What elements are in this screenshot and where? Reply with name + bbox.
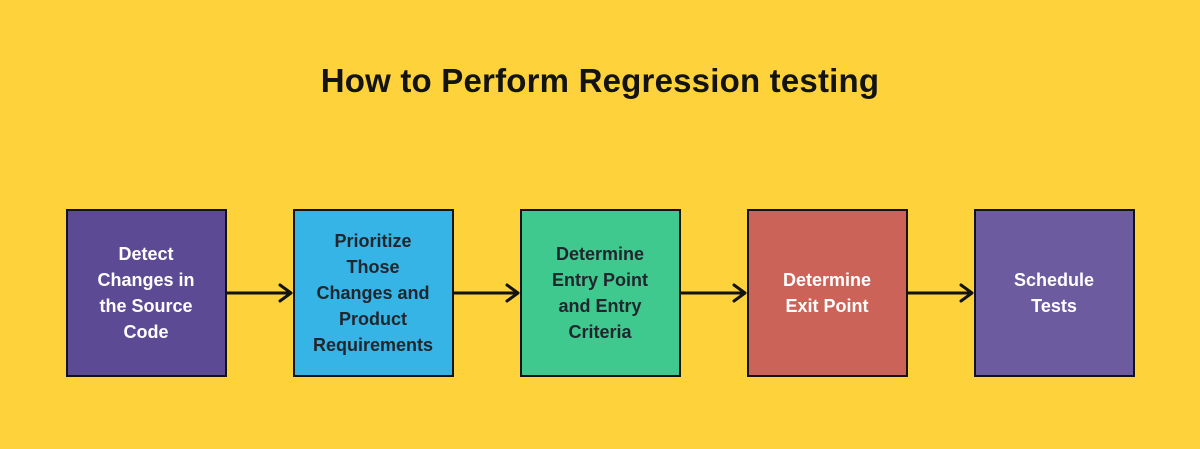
page-title: How to Perform Regression testing	[320, 62, 880, 99]
flow-step-label: Detect Changes in the Source Code	[97, 244, 195, 342]
arrow-right-icon	[680, 209, 747, 377]
flow-step-prioritize-changes: Prioritize Those Changes and Product Req…	[292, 209, 454, 377]
flow-step-label: Determine Exit Point	[782, 270, 872, 316]
flow-step-schedule-tests: Schedule Tests	[973, 209, 1135, 377]
arrow-right-icon	[453, 209, 520, 377]
arrow-right-icon	[226, 209, 293, 377]
flow-step-label: Prioritize Those Changes and Product Req…	[312, 231, 434, 355]
arrow-right-icon	[907, 209, 974, 377]
flow-step-entry-point: Determine Entry Point and Entry Criteria	[519, 209, 681, 377]
flow-step-detect-changes: Detect Changes in the Source Code	[65, 209, 227, 377]
flow-step-label: Determine Entry Point and Entry Criteria	[551, 244, 648, 342]
flow-row: Detect Changes in the Source Code Priori…	[0, 209, 1200, 377]
flow-step-exit-point: Determine Exit Point	[746, 209, 908, 377]
flow-step-label: Schedule Tests	[1013, 270, 1095, 316]
